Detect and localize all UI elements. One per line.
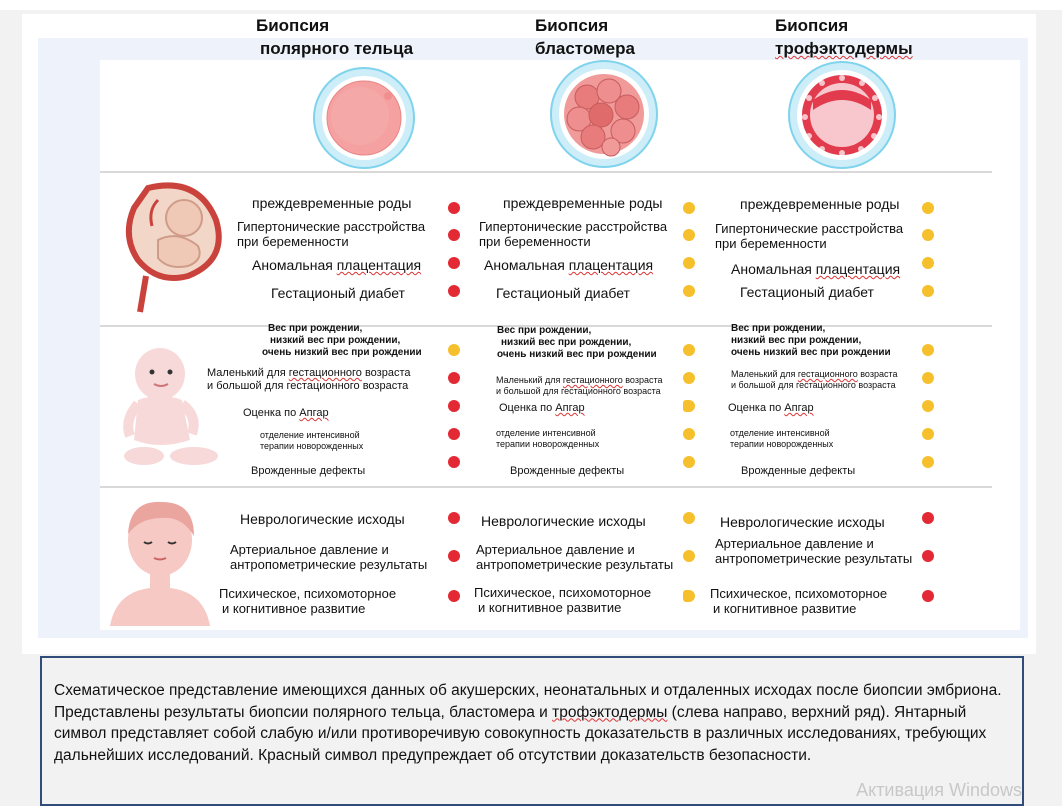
- label-birth-weight: Вес при рождении,низкий вес при рождении…: [731, 323, 891, 358]
- label-abnormal-placentation: Аномальная плацентация: [252, 257, 422, 273]
- label-congenital-defects: Врожденные дефекты: [510, 465, 625, 477]
- amber-status-dot: [683, 428, 695, 440]
- divider-1: [100, 171, 992, 173]
- divider-2: [100, 325, 992, 327]
- red-status-dot: [448, 400, 460, 412]
- label-apgar-score: Оценка по Апгар: [728, 402, 814, 414]
- label-apgar-score: Оценка по Апгар: [243, 407, 329, 419]
- column-title-trophectoderm: Биопсия трофэктодермы: [775, 16, 913, 58]
- trophectoderm-embryo-icon: [788, 61, 896, 169]
- amber-status-dot: [922, 372, 934, 384]
- label-birth-weight: Вес при рождении,низкий вес при рождении…: [497, 325, 657, 360]
- infant-icon: [123, 348, 218, 465]
- red-status-dot: [448, 229, 460, 241]
- amber-status-dot: [922, 229, 934, 241]
- red-status-dot: [448, 512, 460, 524]
- amber-status-dot: [683, 590, 695, 602]
- label-abnormal-placentation: Аномальная плацентация: [731, 261, 901, 277]
- divider-3: [100, 486, 992, 488]
- amber-status-dot: [683, 229, 695, 241]
- red-status-dot: [448, 428, 460, 440]
- amber-status-dot: [922, 400, 934, 412]
- amber-status-dot: [683, 400, 695, 412]
- column-title-polar-body: Биопсия полярного тельца: [256, 16, 414, 58]
- red-status-dot: [448, 550, 460, 562]
- label-preterm-birth: преждевременные роды: [503, 195, 663, 211]
- amber-status-dot: [683, 202, 695, 214]
- amber-status-dot: [683, 257, 695, 269]
- amber-status-dot: [922, 428, 934, 440]
- red-status-dot: [448, 372, 460, 384]
- top-margin: [0, 0, 1062, 10]
- label-abnormal-placentation: Аномальная плацентация: [484, 257, 654, 273]
- amber-status-dot: [448, 344, 460, 356]
- amber-status-dot: [922, 456, 934, 468]
- amber-status-dot: [683, 344, 695, 356]
- figure-caption: Схематическое представление имеющихся да…: [40, 656, 1024, 806]
- label-neurological-outcomes: Неврологические исходы: [720, 514, 885, 530]
- child-icon: [110, 501, 210, 626]
- label-gestational-diabetes: Гестационый диабет: [496, 285, 630, 301]
- red-status-dot: [922, 590, 934, 602]
- column-title-blastomere: Биопсия бластомера: [535, 16, 635, 58]
- red-status-dot: [448, 456, 460, 468]
- amber-status-dot: [683, 456, 695, 468]
- red-status-dot: [922, 512, 934, 524]
- label-gestational-diabetes: Гестационый диабет: [271, 285, 405, 301]
- label-birth-weight: Вес при рождении,низкий вес при рождении…: [262, 323, 422, 358]
- label-preterm-birth: преждевременные роды: [252, 195, 412, 211]
- amber-status-dot: [922, 285, 934, 297]
- red-status-dot: [448, 285, 460, 297]
- amber-status-dot: [922, 344, 934, 356]
- pregnancy-icon: [125, 182, 222, 313]
- polar-body-embryo-icon: [313, 67, 415, 169]
- red-status-dot: [922, 550, 934, 562]
- blastomere-embryo-icon: [550, 60, 658, 168]
- label-gestational-diabetes: Гестационый диабет: [740, 284, 874, 300]
- red-status-dot: [448, 202, 460, 214]
- amber-status-dot: [922, 202, 934, 214]
- amber-status-dot: [683, 372, 695, 384]
- label-neurological-outcomes: Неврологические исходы: [240, 511, 405, 527]
- label-preterm-birth: преждевременные роды: [740, 196, 900, 212]
- amber-status-dot: [683, 550, 695, 562]
- label-congenital-defects: Врожденные дефекты: [251, 465, 366, 477]
- label-congenital-defects: Врожденные дефекты: [741, 465, 856, 477]
- label-neurological-outcomes: Неврологические исходы: [481, 513, 646, 529]
- amber-status-dot: [683, 512, 695, 524]
- windows-activation-watermark: Активация Windows: [856, 780, 1022, 800]
- amber-status-dot: [922, 257, 934, 269]
- red-status-dot: [448, 590, 460, 602]
- label-apgar-score: Оценка по Апгар: [499, 402, 585, 414]
- red-status-dot: [448, 257, 460, 269]
- amber-status-dot: [683, 285, 695, 297]
